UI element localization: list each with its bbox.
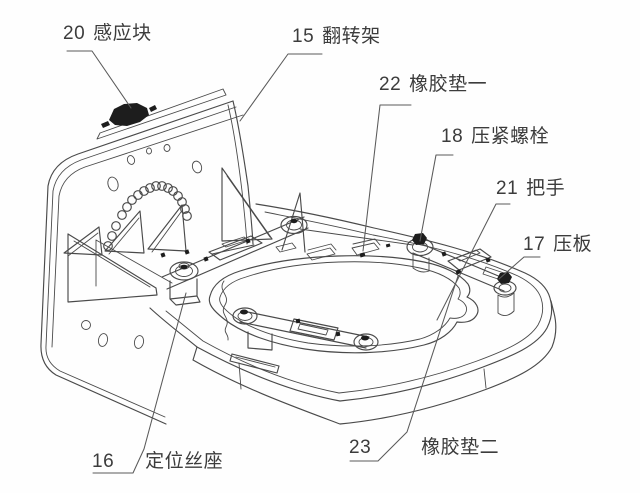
top-rail	[96, 88, 227, 140]
leader-22	[362, 104, 412, 252]
handle-slot	[229, 353, 280, 374]
part-label-21: 21 把手	[496, 178, 566, 200]
base-platform	[149, 203, 557, 425]
leader-15	[239, 53, 323, 122]
sensor-block	[101, 103, 157, 128]
lower-clamp-arm	[232, 307, 379, 351]
handle-notch	[219, 261, 468, 347]
flip-frame-plate	[40, 88, 254, 425]
part-number: 16	[92, 451, 115, 472]
leader-lines	[66, 50, 541, 474]
leader-23	[349, 275, 459, 462]
part-name: 橡胶垫一	[409, 74, 488, 95]
rubber-pads	[275, 238, 505, 281]
part-name: 翻转架	[322, 26, 381, 47]
part-label-22: 22 橡胶垫一	[379, 74, 488, 96]
gusset-ribs	[63, 167, 306, 303]
part-name: 压板	[553, 234, 593, 255]
part-label-18: 18 压紧螺栓	[441, 126, 550, 148]
part-number: 21	[496, 178, 519, 199]
leader-17	[498, 256, 541, 280]
part-name: 把手	[526, 178, 566, 199]
leader-16	[92, 292, 187, 474]
part-name: 感应块	[93, 23, 152, 44]
part-name: 压紧螺栓	[471, 126, 550, 147]
leader-20	[66, 50, 132, 109]
part-label-23: 23 橡胶垫二	[349, 437, 500, 459]
part-number: 15	[292, 26, 315, 47]
clamping-bolt	[412, 233, 427, 245]
part-number: 17	[523, 234, 546, 255]
leader-18	[419, 154, 454, 242]
part-name: 定位丝座	[145, 451, 224, 472]
upper-left-clamp-arm	[161, 215, 309, 341]
bolt-marks	[160, 238, 491, 337]
upper-right-clamp-arm	[406, 233, 517, 316]
rubber-pad-one	[351, 238, 381, 256]
pressure-plate-bolt	[493, 272, 517, 316]
part-number: 18	[441, 126, 464, 147]
part-label-20: 20 感应块	[63, 23, 152, 45]
plate-holes	[81, 144, 203, 349]
part-label-17: 17 压板	[523, 234, 593, 256]
rubber-pad-two	[455, 269, 462, 275]
part-label-16: 16 定位丝座	[92, 451, 224, 473]
cable	[221, 280, 229, 341]
part-number: 22	[379, 74, 402, 95]
part-label-15: 15 翻转架	[292, 26, 381, 48]
positioning-screw-seat	[169, 278, 201, 306]
part-name: 橡胶垫二	[421, 437, 500, 458]
part-number: 20	[63, 23, 86, 44]
part-number: 23	[349, 437, 372, 458]
